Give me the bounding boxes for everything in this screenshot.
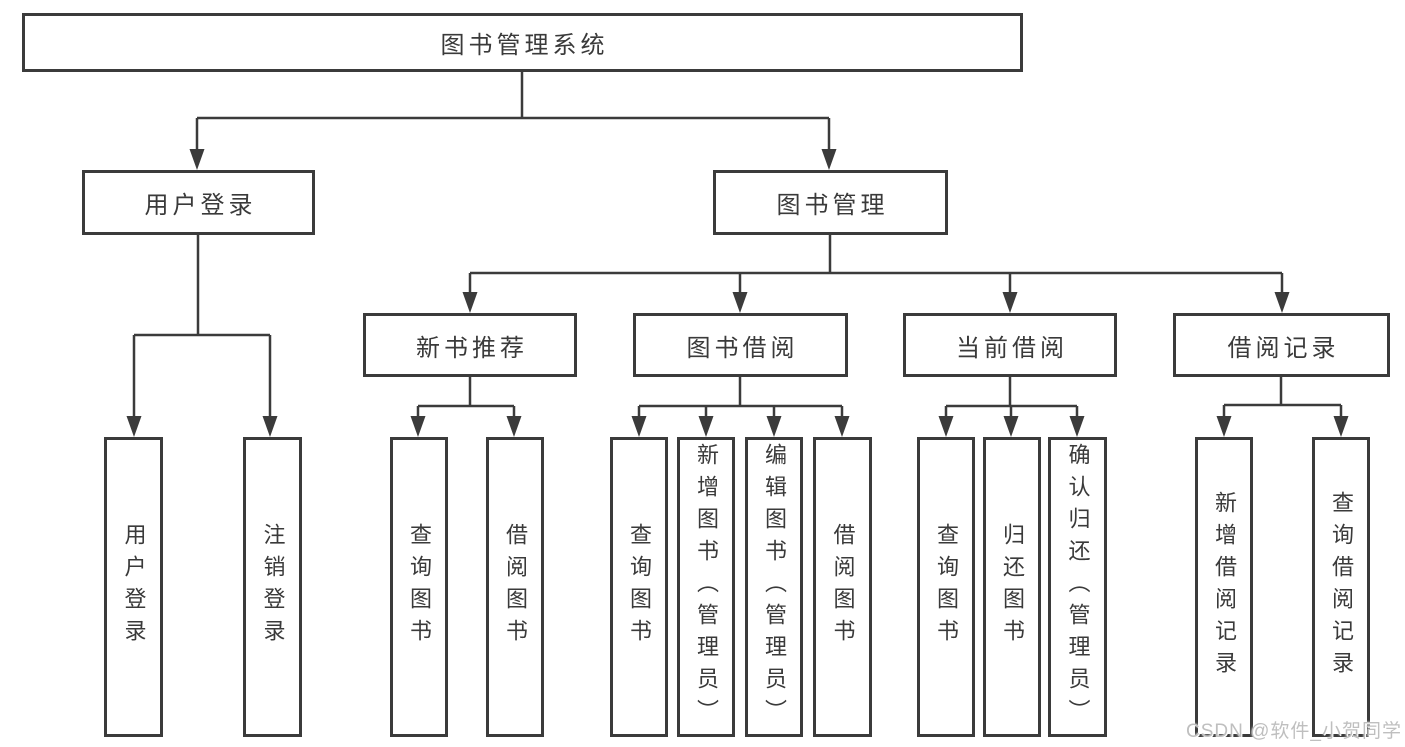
leaf-borrow-books-recommend: 借阅图书 <box>486 437 544 737</box>
csdn-watermark: CSDN @软件_小贺同学 <box>1186 721 1402 742</box>
leaf-confirm-return-admin-label: 确认归还（管理员） <box>1065 443 1091 731</box>
node-user-login: 用户登录 <box>82 170 315 235</box>
node-book-management: 图书管理 <box>713 170 948 235</box>
leaf-query-borrow-record: 查询借阅记录 <box>1312 437 1370 737</box>
leaf-query-books-recommend-label: 查询图书 <box>407 523 432 651</box>
leaf-logout-label: 注销登录 <box>260 523 286 651</box>
node-book-borrowing-label: 图书借阅 <box>686 334 799 362</box>
leaf-add-borrow-record: 新增借阅记录 <box>1195 437 1253 737</box>
leaf-return-books-label: 归还图书 <box>1000 523 1025 651</box>
leaf-add-books-admin-label: 新增图书（管理员） <box>694 443 719 731</box>
leaf-query-books-borrowing-label: 查询图书 <box>627 523 652 651</box>
node-book-borrowing: 图书借阅 <box>633 313 848 377</box>
leaf-add-borrow-record-label: 新增借阅记录 <box>1212 491 1237 683</box>
node-book-management-label: 图书管理 <box>776 192 889 219</box>
node-new-book-recommend: 新书推荐 <box>363 313 577 377</box>
leaf-confirm-return-admin: 确认归还（管理员） <box>1048 437 1107 737</box>
leaf-user-login: 用户登录 <box>104 437 163 737</box>
node-current-borrowing-label: 当前借阅 <box>956 334 1068 362</box>
node-root-label: 图书管理系统 <box>440 32 609 59</box>
leaf-edit-books-admin: 编辑图书（管理员） <box>745 437 803 737</box>
leaf-query-borrow-record-label: 查询借阅记录 <box>1329 491 1354 683</box>
node-user-login-label: 用户登录 <box>144 192 257 219</box>
node-new-book-recommend-label: 新书推荐 <box>416 334 528 362</box>
leaf-user-login-label: 用户登录 <box>121 523 147 651</box>
leaf-edit-books-admin-label: 编辑图书（管理员） <box>762 443 787 731</box>
leaf-return-books: 归还图书 <box>983 437 1041 737</box>
node-current-borrowing: 当前借阅 <box>903 313 1117 377</box>
leaf-query-books-current: 查询图书 <box>917 437 975 737</box>
leaf-logout: 注销登录 <box>243 437 302 737</box>
leaf-borrow-books-borrowing-label: 借阅图书 <box>830 523 856 651</box>
leaf-borrow-books-borrowing: 借阅图书 <box>813 437 872 737</box>
node-borrowing-records-label: 借阅记录 <box>1227 334 1340 362</box>
node-root-library-system: 图书管理系统 <box>22 13 1023 72</box>
leaf-query-books-current-label: 查询图书 <box>934 523 959 651</box>
leaf-borrow-books-recommend-label: 借阅图书 <box>503 523 528 651</box>
leaf-query-books-borrowing: 查询图书 <box>610 437 668 737</box>
node-borrowing-records: 借阅记录 <box>1173 313 1390 377</box>
leaf-add-books-admin: 新增图书（管理员） <box>677 437 735 737</box>
leaf-query-books-recommend: 查询图书 <box>390 437 448 737</box>
